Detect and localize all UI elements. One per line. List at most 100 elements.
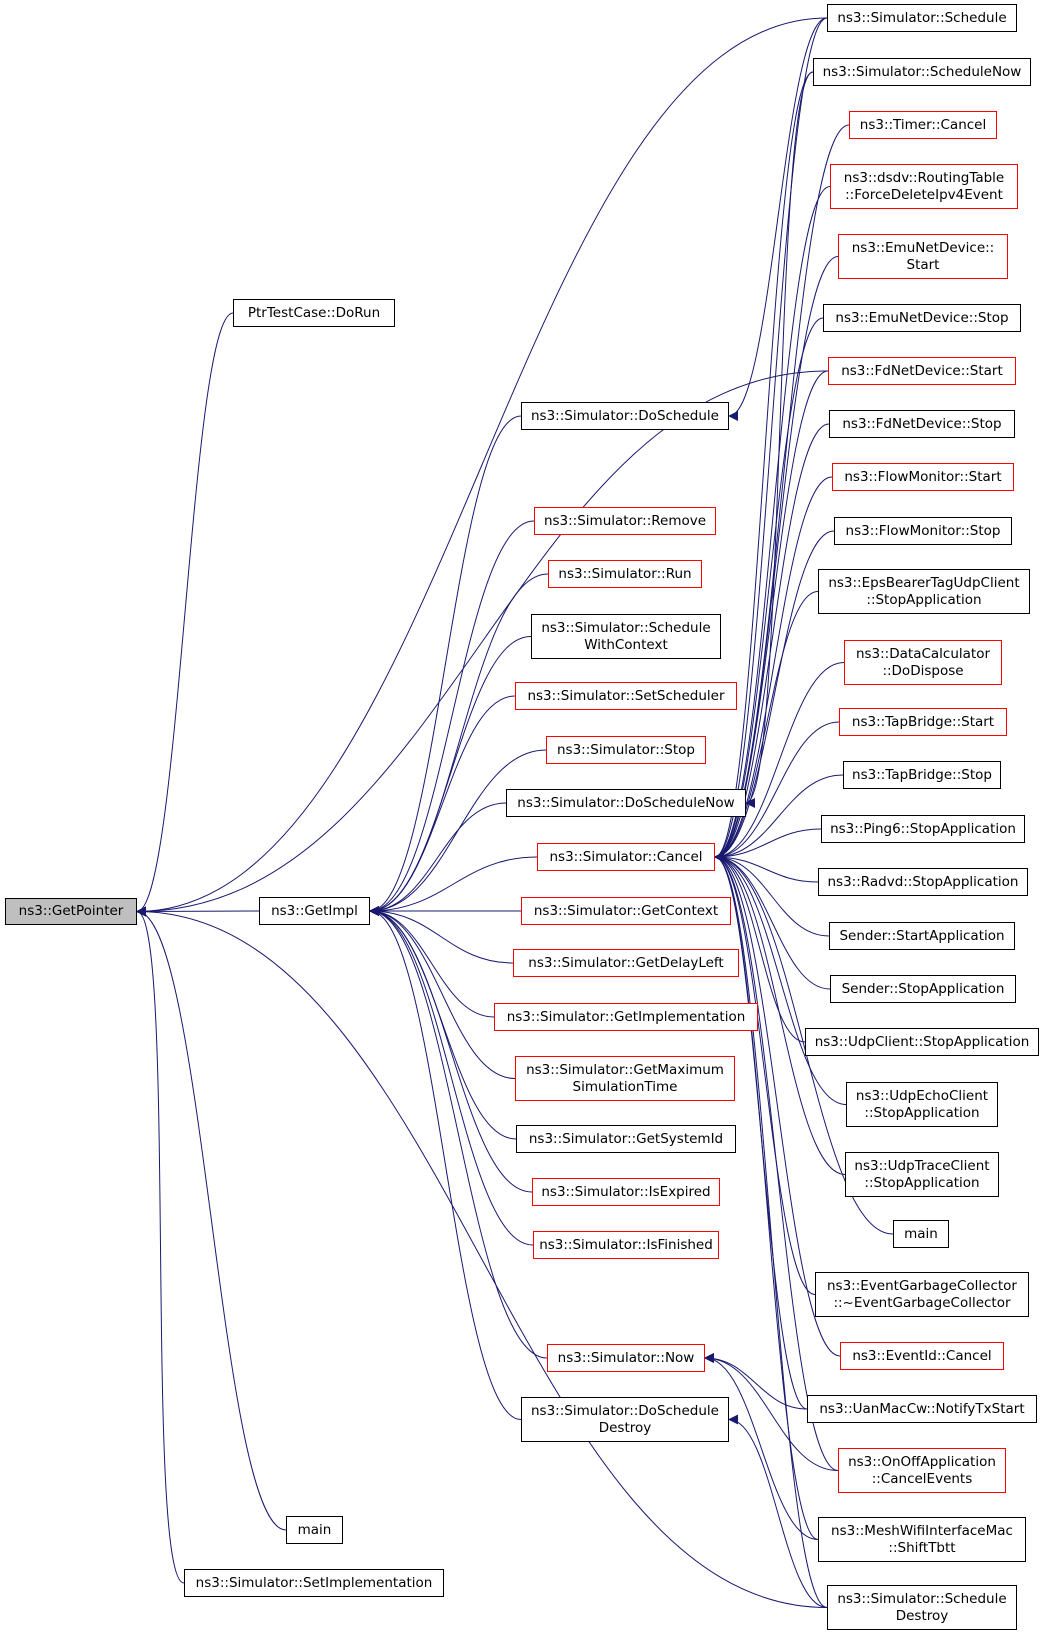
node-ptr-test-case-do-run[interactable]: PtrTestCase::DoRun bbox=[233, 299, 395, 327]
edge-flowmon-start-to-cancel bbox=[714, 476, 833, 862]
node-get-implementation[interactable]: ns3::Simulator::GetImplementation bbox=[494, 1003, 758, 1031]
node-egc-dtor[interactable]: ns3::EventGarbageCollector::~EventGarbag… bbox=[815, 1272, 1029, 1317]
node-label-line: ns3::FlowMonitor::Start bbox=[844, 468, 1002, 485]
node-is-expired[interactable]: ns3::Simulator::IsExpired bbox=[532, 1178, 720, 1206]
edge-cancel-to-get-impl bbox=[369, 856, 538, 916]
node-udp-echo-stop[interactable]: ns3::UdpEchoClient::StopApplication bbox=[846, 1082, 998, 1127]
edge-udp-echo-stop-to-cancel bbox=[714, 852, 847, 1105]
node-eps-bearer-stop[interactable]: ns3::EpsBearerTagUdpClient::StopApplicat… bbox=[818, 569, 1030, 614]
node-label-line: ::StopApplication bbox=[866, 591, 982, 608]
node-label-line: ns3::GetImpl bbox=[271, 902, 358, 919]
node-main-left[interactable]: main bbox=[286, 1516, 343, 1544]
node-is-finished[interactable]: ns3::Simulator::IsFinished bbox=[533, 1231, 719, 1259]
node-sender-stop[interactable]: Sender::StopApplication bbox=[830, 975, 1016, 1003]
node-label-line: Destroy bbox=[598, 1419, 652, 1436]
node-label-line: ::StopApplication bbox=[864, 1104, 980, 1121]
node-eventid-cancel[interactable]: ns3::EventId::Cancel bbox=[840, 1342, 1004, 1370]
edge-now-to-get-impl bbox=[369, 906, 548, 1359]
node-run[interactable]: ns3::Simulator::Run bbox=[548, 560, 702, 588]
node-now[interactable]: ns3::Simulator::Now bbox=[547, 1344, 705, 1372]
node-schedule[interactable]: ns3::Simulator::Schedule bbox=[827, 4, 1017, 32]
node-get-impl[interactable]: ns3::GetImpl bbox=[259, 897, 370, 925]
node-label-line: Sender::StartApplication bbox=[839, 927, 1005, 944]
edge-is-expired-to-get-impl bbox=[369, 906, 533, 1193]
edge-run-to-get-impl bbox=[369, 573, 549, 916]
edge-schedule-destroy-to-get-pointer bbox=[136, 906, 828, 1608]
node-main-right[interactable]: main bbox=[893, 1220, 949, 1248]
node-get-context[interactable]: ns3::Simulator::GetContext bbox=[521, 897, 731, 925]
node-label-line: ns3::FdNetDevice::Start bbox=[841, 362, 1003, 379]
node-fd-start[interactable]: ns3::FdNetDevice::Start bbox=[828, 357, 1016, 385]
node-data-calc-dispose[interactable]: ns3::DataCalculator::DoDispose bbox=[844, 640, 1002, 685]
node-label-line: Sender::StopApplication bbox=[841, 980, 1005, 997]
node-emu-stop[interactable]: ns3::EmuNetDevice::Stop bbox=[823, 304, 1021, 332]
node-do-schedule-now[interactable]: ns3::Simulator::DoScheduleNow bbox=[506, 789, 746, 817]
node-label-line: ns3::Simulator::DoSchedule bbox=[531, 1402, 719, 1419]
node-udp-client-stop[interactable]: ns3::UdpClient::StopApplication bbox=[805, 1028, 1039, 1056]
node-label-line: ns3::Simulator::Schedule bbox=[541, 619, 711, 636]
node-do-schedule[interactable]: ns3::Simulator::DoSchedule bbox=[521, 402, 729, 430]
node-label-line: ns3::UdpClient::StopApplication bbox=[814, 1033, 1030, 1050]
node-label-line: ns3::GetPointer bbox=[18, 903, 124, 919]
node-label-line: ns3::Simulator::Remove bbox=[543, 512, 707, 529]
node-mesh-shift[interactable]: ns3::MeshWifiInterfaceMac::ShiftTbtt bbox=[818, 1517, 1026, 1562]
node-label-line: Start bbox=[906, 256, 940, 273]
node-ping6-stop[interactable]: ns3::Ping6::StopApplication bbox=[821, 815, 1025, 843]
edge-is-finished-to-get-impl bbox=[369, 906, 534, 1246]
node-tapbridge-stop[interactable]: ns3::TapBridge::Stop bbox=[843, 761, 1001, 789]
node-label-line: ::ForceDeleteIpv4Event bbox=[845, 186, 1003, 203]
node-label-line: ns3::Simulator::DoScheduleNow bbox=[517, 794, 735, 811]
node-get-system-id[interactable]: ns3::Simulator::GetSystemId bbox=[516, 1125, 736, 1153]
node-schedule-now[interactable]: ns3::Simulator::ScheduleNow bbox=[813, 58, 1031, 86]
node-label-line: Destroy bbox=[895, 1607, 949, 1624]
edge-egc-dtor-to-cancel bbox=[714, 852, 816, 1295]
node-remove[interactable]: ns3::Simulator::Remove bbox=[534, 507, 716, 535]
node-fd-stop[interactable]: ns3::FdNetDevice::Stop bbox=[829, 410, 1015, 438]
node-tapbridge-start[interactable]: ns3::TapBridge::Start bbox=[839, 708, 1007, 736]
edge-radvd-stop-to-cancel bbox=[714, 852, 819, 883]
node-stop[interactable]: ns3::Simulator::Stop bbox=[546, 736, 706, 764]
node-label-line: ns3::OnOffApplication bbox=[848, 1453, 996, 1470]
node-flowmon-stop[interactable]: ns3::FlowMonitor::Stop bbox=[834, 517, 1012, 545]
node-label-line: ns3::Simulator::DoSchedule bbox=[531, 407, 719, 424]
node-udp-trace-stop[interactable]: ns3::UdpTraceClient::StopApplication bbox=[845, 1152, 999, 1197]
node-onoff-cancel[interactable]: ns3::OnOffApplication::CancelEvents bbox=[838, 1448, 1006, 1493]
node-radvd-stop[interactable]: ns3::Radvd::StopApplication bbox=[818, 868, 1028, 896]
node-sender-start[interactable]: Sender::StartApplication bbox=[829, 922, 1015, 950]
node-label-line: ns3::Simulator::Now bbox=[557, 1349, 695, 1366]
edge-fd-start-to-get-pointer bbox=[136, 370, 829, 917]
node-get-delay-left[interactable]: ns3::Simulator::GetDelayLeft bbox=[513, 949, 739, 977]
node-label-line: PtrTestCase::DoRun bbox=[247, 304, 381, 321]
node-emu-start[interactable]: ns3::EmuNetDevice::Start bbox=[838, 234, 1008, 279]
node-set-scheduler[interactable]: ns3::Simulator::SetScheduler bbox=[515, 682, 737, 710]
node-flowmon-start[interactable]: ns3::FlowMonitor::Start bbox=[832, 463, 1014, 491]
node-label-line: ns3::UdpEchoClient bbox=[855, 1087, 989, 1104]
node-uanmac-notify[interactable]: ns3::UanMacCw::NotifyTxStart bbox=[807, 1395, 1037, 1423]
node-set-implementation[interactable]: ns3::Simulator::SetImplementation bbox=[184, 1569, 444, 1597]
edge-schedule-with-context-to-get-impl bbox=[369, 636, 532, 916]
edge-timer-cancel-to-cancel bbox=[714, 124, 850, 862]
edge-flowmon-stop-to-cancel bbox=[714, 530, 835, 862]
edge-fd-start-to-cancel bbox=[714, 370, 829, 862]
node-label-line: ns3::Simulator::IsExpired bbox=[541, 1183, 711, 1200]
node-label-line: ns3::TapBridge::Stop bbox=[852, 766, 992, 783]
node-timer-cancel[interactable]: ns3::Timer::Cancel bbox=[849, 111, 997, 139]
edge-emu-stop-to-cancel bbox=[714, 317, 824, 862]
edge-ping6-stop-to-cancel bbox=[714, 828, 822, 862]
node-label-line: ns3::MeshWifiInterfaceMac bbox=[831, 1522, 1013, 1539]
node-label-line: ns3::Simulator::GetImplementation bbox=[506, 1008, 746, 1025]
node-cancel[interactable]: ns3::Simulator::Cancel bbox=[537, 843, 715, 871]
edge-main-left-to-get-pointer bbox=[136, 906, 287, 1531]
edge-schedule-to-cancel bbox=[714, 17, 828, 862]
edge-fd-stop-to-cancel bbox=[714, 423, 830, 862]
node-label-line: main bbox=[904, 1225, 938, 1242]
edge-eventid-cancel-to-cancel bbox=[714, 852, 841, 1357]
node-label-line: ns3::FlowMonitor::Stop bbox=[845, 522, 1001, 539]
edge-schedule-now-to-cancel bbox=[714, 71, 814, 862]
node-dsdv-force-delete[interactable]: ns3::dsdv::RoutingTable::ForceDeleteIpv4… bbox=[830, 164, 1018, 209]
edge-get-impl-to-get-pointer bbox=[136, 906, 260, 917]
